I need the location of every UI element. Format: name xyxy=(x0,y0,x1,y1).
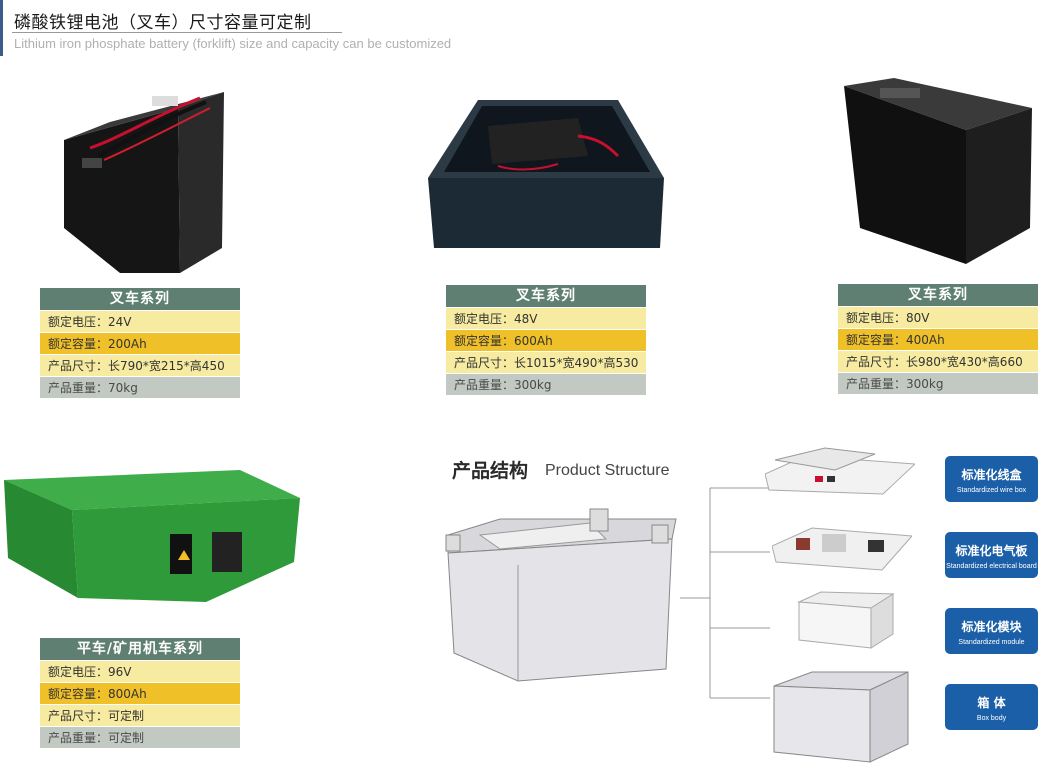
battery-photo-96v xyxy=(4,470,300,602)
component-label-en: Standardized wire box xyxy=(956,487,1027,494)
capacity-row: 额定容量：200Ah xyxy=(40,332,240,354)
component-label-en: Standardized electrical board xyxy=(946,563,1037,570)
size-row: 产品尺寸：可定制 xyxy=(40,704,240,726)
capacity-row: 额定容量：600Ah xyxy=(446,329,646,351)
component-module: 标准化模块 Standardized module xyxy=(945,608,1038,654)
battery-box-illustration xyxy=(445,508,677,682)
spec-table-96v: 平车/矿用机车系列 额定电压：96V 额定容量：800Ah 产品尺寸：可定制 产… xyxy=(40,638,240,748)
series-label: 叉车系列 xyxy=(838,284,1038,306)
component-label: 箱 体 xyxy=(977,696,1006,710)
capacity-row: 额定容量：800Ah xyxy=(40,682,240,704)
component-box-body: 箱 体 Box body xyxy=(945,684,1038,730)
voltage-row: 额定电压：96V xyxy=(40,660,240,682)
spec-table-80v: 叉车系列 额定电压：80V 额定容量：400Ah 产品尺寸：长980*宽430*… xyxy=(838,284,1038,394)
component-wire-box: 标准化线盒 Standardized wire box xyxy=(945,456,1038,502)
voltage-row: 额定电压：80V xyxy=(838,306,1038,328)
series-label: 平车/矿用机车系列 xyxy=(40,638,240,660)
size-row: 产品尺寸：长790*宽215*高450 xyxy=(40,354,240,376)
battery-photo-48v xyxy=(428,100,664,248)
electrical-board-illustration xyxy=(772,527,912,571)
battery-photo-24v xyxy=(64,92,224,273)
structure-title-en: Product Structure xyxy=(545,462,670,479)
component-label: 标准化模块 xyxy=(961,620,1022,634)
size-row: 产品尺寸：长1015*宽490*高530 xyxy=(446,351,646,373)
voltage-row: 额定电压：24V xyxy=(40,310,240,332)
component-electrical-board: 标准化电气板 Standardized electrical board xyxy=(945,532,1038,578)
header-accent-bar xyxy=(0,0,3,56)
weight-row: 产品重量：300kg xyxy=(446,373,646,395)
series-label: 叉车系列 xyxy=(446,285,646,307)
battery-photo-80v xyxy=(844,78,1032,264)
structure-title: 产品结构 xyxy=(452,460,529,482)
weight-row: 产品重量：可定制 xyxy=(40,726,240,748)
wire-box-illustration xyxy=(765,447,915,495)
header-divider xyxy=(12,32,342,33)
spec-table-48v: 叉车系列 额定电压：48V 额定容量：600Ah 产品尺寸：长1015*宽490… xyxy=(446,285,646,395)
size-row: 产品尺寸：长980*宽430*高660 xyxy=(838,350,1038,372)
module-illustration xyxy=(797,591,895,649)
weight-row: 产品重量：300kg xyxy=(838,372,1038,394)
box-body-illustration xyxy=(773,671,909,763)
voltage-row: 额定电压：48V xyxy=(446,307,646,329)
page-title: 磷酸铁锂电池（叉车）尺寸容量可定制 xyxy=(14,13,312,33)
weight-row: 产品重量：70kg xyxy=(40,376,240,398)
series-label: 叉车系列 xyxy=(40,288,240,310)
structure-connector-lines xyxy=(680,487,770,699)
page-subtitle: Lithium iron phosphate battery (forklift… xyxy=(14,36,452,51)
component-label: 标准化电气板 xyxy=(955,544,1028,558)
component-label: 标准化线盒 xyxy=(961,468,1022,482)
component-label-en: Standardized module xyxy=(958,639,1025,646)
component-label-en: Box body xyxy=(976,715,1007,722)
spec-table-24v: 叉车系列 额定电压：24V 额定容量：200Ah 产品尺寸：长790*宽215*… xyxy=(40,288,240,398)
capacity-row: 额定容量：400Ah xyxy=(838,328,1038,350)
